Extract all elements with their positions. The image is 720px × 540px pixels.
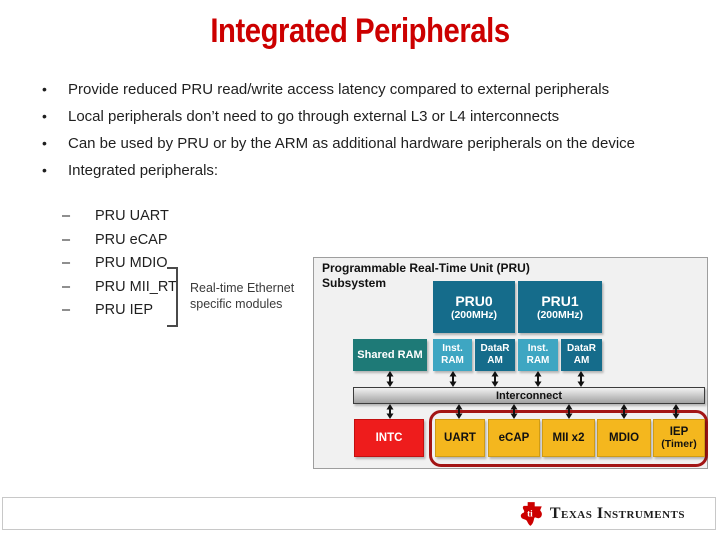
shared-ram-box: Shared RAM — [353, 339, 427, 371]
pru0-box: PRU0 (200MHz) — [433, 281, 515, 333]
sub-bullet-item: PRU IEP — [62, 299, 177, 323]
grouping-bracket — [167, 267, 178, 327]
diagram-title: Programmable Real-Time Unit (PRU) Subsys… — [322, 261, 530, 290]
intc-box: INTC — [354, 419, 424, 457]
ti-logo-text: Texas Instruments — [549, 504, 685, 522]
interconnect-bar: Interconnect — [353, 387, 705, 404]
sub-bullet-item: PRU UART — [62, 205, 177, 229]
sub-bullet-item: PRU MII_RT — [62, 276, 177, 300]
footer-bar: ti Texas Instruments — [2, 497, 716, 530]
annotation-label: Real-time Ethernet specific modules — [190, 280, 294, 312]
mdio-box: MDIO — [597, 419, 651, 457]
pru1-box: PRU1 (200MHz) — [518, 281, 602, 333]
bullet-item: Provide reduced PRU read/write access la… — [40, 79, 652, 100]
ti-logo-icon: ti — [520, 501, 542, 526]
bullet-item: Can be used by PRU or by the ARM as addi… — [40, 133, 652, 154]
bullet-item: Integrated peripherals: — [40, 160, 652, 181]
uart-box: UART — [435, 419, 485, 457]
ti-logo: ti Texas Instruments — [520, 501, 685, 527]
sub-bullet-item: PRU MDIO — [62, 252, 177, 276]
sub-bullet-list: PRU UART PRU eCAP PRU MDIO PRU MII_RT PR… — [62, 205, 177, 323]
mii-box: MII x2 — [542, 419, 595, 457]
annotation-line: Real-time Ethernet — [190, 281, 295, 295]
annotation-line: specific modules — [190, 297, 283, 311]
bullet-item: Local peripherals don’t need to go throu… — [40, 106, 652, 127]
pru-subsystem-diagram: Programmable Real-Time Unit (PRU) Subsys… — [313, 257, 708, 469]
sub-bullet-item: PRU eCAP — [62, 229, 177, 253]
ecap-box: eCAP — [488, 419, 540, 457]
inst-ram-box: Inst.RAM — [433, 339, 472, 371]
iep-box: IEP (Timer) — [653, 419, 705, 457]
page-title: Integrated Peripherals — [210, 12, 510, 50]
bullet-list: Provide reduced PRU read/write access la… — [40, 79, 652, 187]
svg-text:ti: ti — [527, 508, 533, 518]
title-bar: Integrated Peripherals — [0, 12, 720, 51]
inst-ram-box: Inst.RAM — [518, 339, 558, 371]
